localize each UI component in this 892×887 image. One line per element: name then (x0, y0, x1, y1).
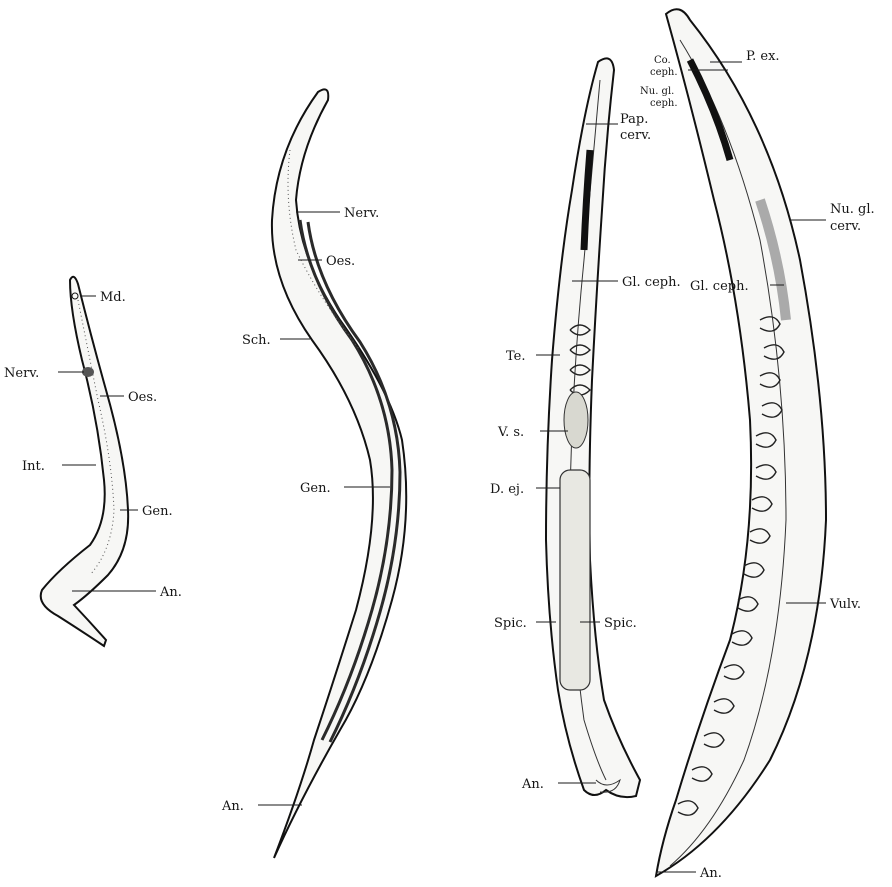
label-female-nugl: Nu. gl. (640, 86, 674, 97)
label-juvenile-gen: Gen. (300, 481, 331, 496)
label-female-nuglcerv: Nu. gl. (830, 202, 875, 217)
label-juvenile-oes: Oes. (326, 254, 355, 269)
label-female-vulv: Vulv. (829, 597, 861, 612)
label-female-nugl-ceph: ceph. (650, 98, 678, 109)
label-larva-md: Md. (100, 290, 126, 305)
label-female-pex: P. ex. (746, 49, 780, 64)
label-juvenile-an: An. (221, 799, 244, 814)
label-juvenile-nerv: Nerv. (344, 206, 379, 221)
male-ejaculatory-duct (560, 470, 590, 690)
female-body (656, 9, 826, 876)
label-male-vs: V. s. (497, 425, 524, 440)
label-larva-gen: Gen. (142, 504, 173, 519)
label-male-te: Te. (506, 349, 526, 364)
label-female-an: An. (699, 866, 722, 881)
label-male-dej: D. ej. (490, 482, 524, 497)
label-female-co: Co. (654, 55, 671, 66)
male-body (546, 58, 640, 797)
male-seminal-vesicle (564, 392, 588, 448)
label-female-nuglcerv-cerv: cerv. (830, 219, 861, 234)
label-larva-int: Int. (22, 459, 45, 474)
label-male-spic-left: Spic. (494, 616, 527, 631)
label-larva-an: An. (159, 585, 182, 600)
label-male-an: An. (521, 777, 544, 792)
label-larva-nerv: Nerv. (4, 366, 39, 381)
label-male-glceph: Gl. ceph. (622, 275, 681, 290)
juvenile-body (272, 89, 406, 858)
label-female-co-ceph: ceph. (650, 67, 678, 78)
figure-juvenile (272, 89, 406, 858)
label-female-glceph: Gl. ceph. (690, 279, 749, 294)
label-juvenile-sch: Sch. (242, 333, 271, 348)
label-male-pap: Pap. (620, 112, 648, 127)
figure-male (546, 58, 640, 797)
label-male-spic-right: Spic. (604, 616, 637, 631)
label-larva-oes: Oes. (128, 390, 157, 405)
figure-female (656, 9, 826, 876)
label-male-cerv: cerv. (620, 128, 651, 143)
